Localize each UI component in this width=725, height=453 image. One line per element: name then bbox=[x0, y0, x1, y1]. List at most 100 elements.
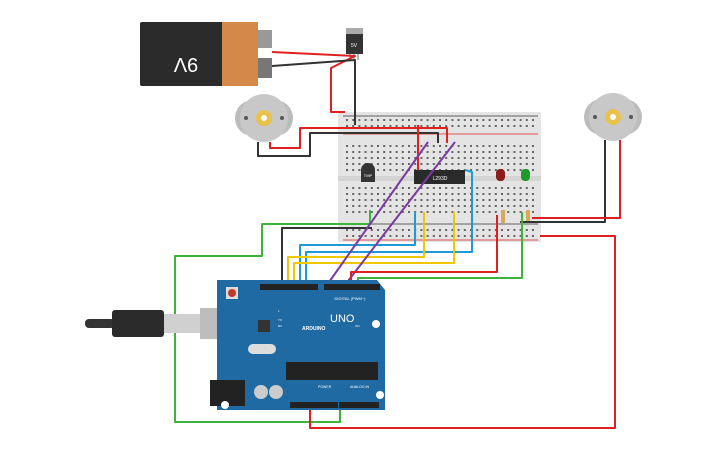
breadboard-hole bbox=[426, 187, 429, 189]
breadboard-hole bbox=[389, 205, 392, 207]
breadboard-hole bbox=[408, 125, 410, 127]
breadboard-hole bbox=[457, 193, 460, 195]
temperature-sensor[interactable]: TMP bbox=[361, 163, 375, 182]
breadboard-hole bbox=[346, 235, 348, 237]
breadboard-hole bbox=[470, 151, 472, 153]
breadboard-hole bbox=[494, 199, 497, 201]
breadboard-hole bbox=[525, 235, 528, 237]
breadboard-hole bbox=[401, 119, 404, 121]
breadboard-hole bbox=[352, 163, 355, 165]
breadboard-hole bbox=[470, 125, 472, 127]
breadboard-hole bbox=[445, 119, 448, 121]
breadboard-hole bbox=[426, 145, 429, 147]
breadboard-hole bbox=[352, 125, 355, 127]
battery-9v[interactable]: 9V bbox=[140, 22, 272, 86]
breadboard-hole bbox=[507, 235, 510, 237]
breadboard-hole bbox=[358, 205, 361, 207]
breadboard-hole bbox=[445, 235, 448, 237]
breadboard-hole bbox=[401, 157, 404, 159]
digital-label: DIGITAL (PWM~) bbox=[335, 296, 367, 301]
breadboard-hole bbox=[432, 199, 435, 201]
breadboard-hole bbox=[414, 151, 417, 153]
usb-cable[interactable] bbox=[85, 308, 226, 339]
breadboard-hole bbox=[463, 229, 466, 231]
breadboard-hole bbox=[408, 151, 410, 153]
dc-motor-left[interactable] bbox=[235, 94, 293, 142]
breadboard-hole bbox=[451, 229, 454, 231]
on-label: ON bbox=[355, 324, 360, 328]
tx-label: TX bbox=[278, 318, 282, 322]
breadboard-hole bbox=[370, 151, 373, 153]
breadboard-hole bbox=[352, 229, 355, 231]
resistors[interactable] bbox=[501, 210, 530, 223]
breadboard-hole bbox=[494, 205, 497, 207]
breadboard-hole bbox=[532, 235, 534, 237]
breadboard-hole bbox=[525, 199, 528, 201]
breadboard-hole bbox=[463, 163, 466, 165]
breadboard-hole bbox=[420, 163, 423, 165]
dc-motor-right[interactable] bbox=[584, 93, 642, 141]
breadboard-hole bbox=[501, 199, 503, 201]
breadboard-hole bbox=[513, 163, 516, 165]
breadboard-hole bbox=[389, 163, 392, 165]
breadboard-hole bbox=[426, 235, 429, 237]
breadboard-hole bbox=[488, 157, 491, 159]
breadboard-hole bbox=[383, 169, 386, 171]
breadboard-hole bbox=[352, 187, 355, 189]
breadboard-hole bbox=[364, 145, 367, 147]
breadboard-hole bbox=[519, 199, 522, 201]
breadboard-hole bbox=[488, 193, 491, 195]
breadboard-hole bbox=[519, 235, 522, 237]
breadboard-hole bbox=[519, 193, 522, 195]
breadboard-hole bbox=[364, 193, 367, 195]
breadboard-hole bbox=[439, 211, 441, 213]
breadboard-hole bbox=[432, 193, 435, 195]
breadboard-hole bbox=[494, 235, 497, 237]
breadboard-hole bbox=[488, 151, 491, 153]
breadboard-hole bbox=[346, 193, 348, 195]
motor-driver-chip[interactable]: L293D bbox=[414, 170, 465, 184]
breadboard-hole bbox=[346, 119, 348, 121]
breadboard-hole bbox=[408, 205, 410, 207]
breadboard-hole bbox=[383, 199, 386, 201]
led-green[interactable] bbox=[521, 169, 530, 181]
breadboard-hole bbox=[389, 211, 392, 213]
breadboard-hole bbox=[346, 211, 348, 213]
breadboard-hole bbox=[457, 229, 460, 231]
arduino-uno[interactable]: DIGITAL (PWM~) ARDUINO UNO ON L TX RX PO… bbox=[210, 280, 385, 410]
breadboard-hole bbox=[519, 169, 522, 171]
breadboard-hole bbox=[364, 119, 367, 121]
breadboard-hole bbox=[370, 199, 373, 201]
breadboard-hole bbox=[377, 169, 379, 171]
breadboard-hole bbox=[358, 119, 361, 121]
breadboard-hole bbox=[408, 229, 410, 231]
breadboard-hole bbox=[457, 125, 460, 127]
breadboard-hole bbox=[519, 145, 522, 147]
breadboard-hole bbox=[482, 199, 485, 201]
breadboard-hole bbox=[383, 193, 386, 195]
breadboard-hole bbox=[389, 119, 392, 121]
breadboard-hole bbox=[439, 157, 441, 159]
breadboard-hole bbox=[532, 119, 534, 121]
breadboard-hole bbox=[507, 187, 510, 189]
breadboard-hole bbox=[358, 125, 361, 127]
breadboard-hole bbox=[364, 125, 367, 127]
breadboard-hole bbox=[457, 157, 460, 159]
breadboard-hole bbox=[525, 187, 528, 189]
breadboard-hole bbox=[426, 125, 429, 127]
breadboard-hole bbox=[426, 163, 429, 165]
breadboard-hole bbox=[420, 229, 423, 231]
breadboard-hole bbox=[352, 199, 355, 201]
breadboard-hole bbox=[501, 151, 503, 153]
breadboard-hole bbox=[364, 199, 367, 201]
breadboard-hole bbox=[488, 119, 491, 121]
breadboard-hole bbox=[488, 205, 491, 207]
breadboard-hole bbox=[432, 151, 435, 153]
breadboard-hole bbox=[414, 199, 417, 201]
breadboard-hole bbox=[525, 205, 528, 207]
led-red[interactable] bbox=[496, 169, 505, 181]
breadboard-hole bbox=[439, 119, 441, 121]
breadboard-hole bbox=[377, 193, 379, 195]
breadboard-hole bbox=[457, 199, 460, 201]
sensor-label: TMP bbox=[364, 173, 373, 178]
